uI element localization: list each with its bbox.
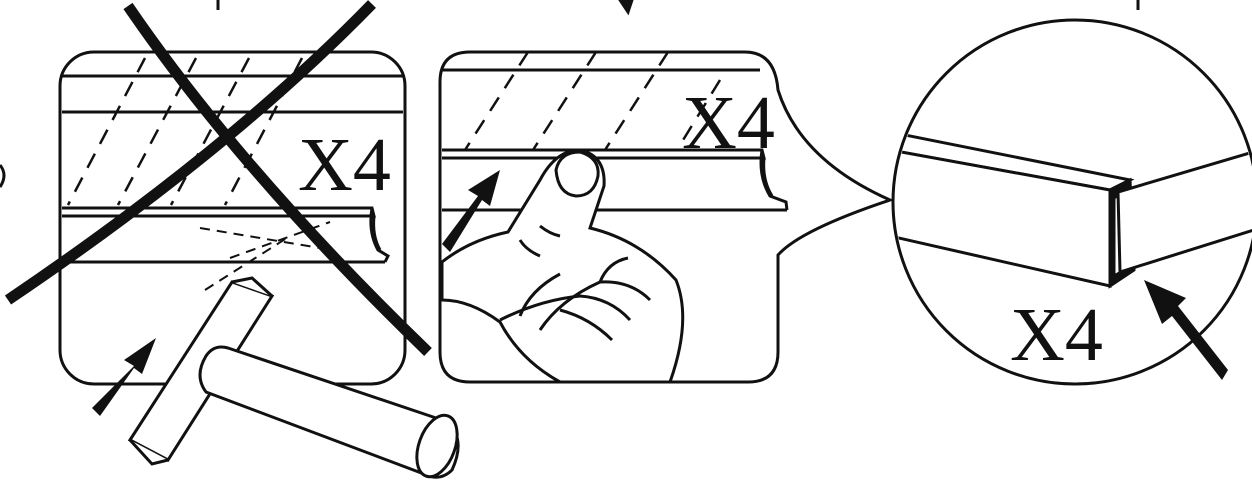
quantity-label-correct: X4 xyxy=(682,81,775,165)
detail-magnifier-panel: X4 xyxy=(890,20,1252,384)
correct-method-panel: X4 xyxy=(440,52,890,382)
quantity-label-wrong: X4 xyxy=(298,123,391,207)
wrong-method-panel: X4 xyxy=(8,4,465,482)
quantity-label-detail: X4 xyxy=(1010,293,1103,377)
